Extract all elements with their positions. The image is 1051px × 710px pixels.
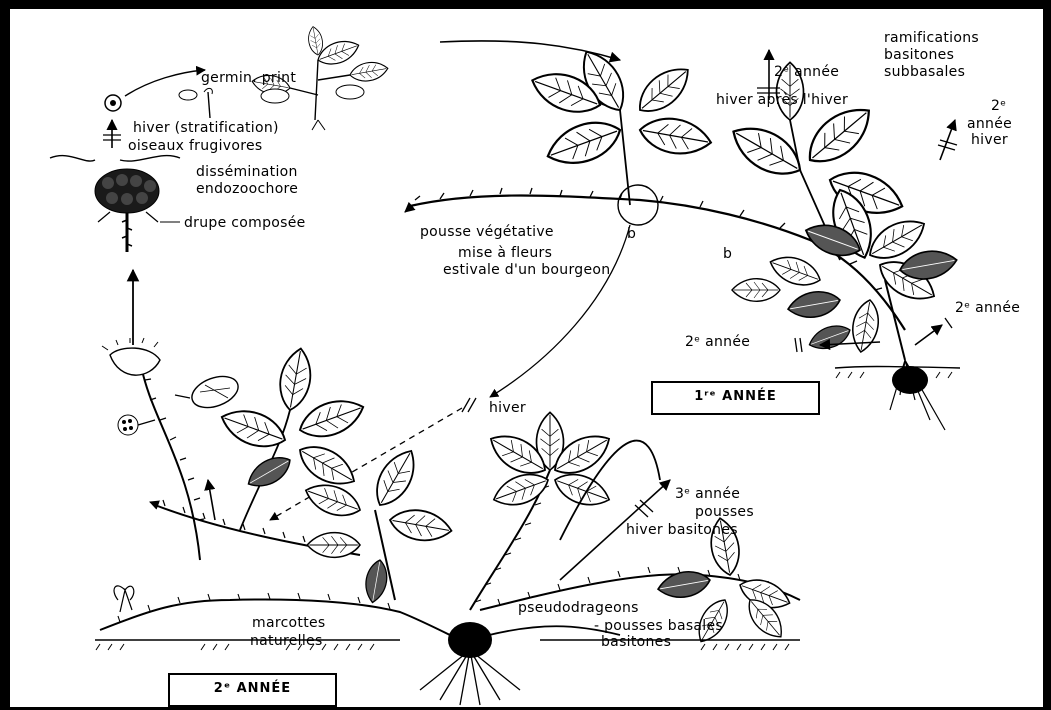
label-2e-annee-mid: 2ᵉ année — [685, 334, 750, 350]
winter-dashed-arrow — [270, 408, 462, 520]
label-pseudodrageons: pseudodrageons — [518, 600, 639, 616]
label-germin-print: germin. print — [201, 70, 296, 86]
label-pousses: pousses — [695, 504, 754, 520]
label-subbasales: subbasales — [884, 64, 965, 80]
up-arrow-second-year — [208, 480, 215, 520]
label-b-right: b — [723, 246, 732, 262]
label-mise-a-fleurs: mise à fleurs — [458, 245, 552, 261]
label-hiver-basitones: hiver basitones — [626, 522, 738, 538]
label-pousses-basales: - pousses basales — [594, 618, 723, 634]
label-oiseaux-frugivores: oiseaux frugivores — [128, 138, 263, 154]
label-2e-annee-mid-right: 2ᵉ année — [955, 300, 1020, 316]
ground-line-left — [95, 640, 400, 650]
label-3e-annee: 3ᵉ année — [675, 486, 740, 502]
label-hiver-apres-hiver: hiver après l'hiver — [716, 92, 848, 108]
box-deuxieme-annee: 2ᵉ ANNÉE — [168, 673, 337, 707]
drupe-icon — [95, 169, 159, 252]
label-pousse-vegetative: pousse végétative — [420, 224, 554, 240]
label-hiver-stratification: hiver (stratification) — [133, 120, 279, 136]
label-ramifications: ramifications — [884, 30, 979, 46]
label-estivale: estivale d'un bourgeon — [443, 262, 610, 278]
label-basitones-top: basitones — [884, 47, 954, 63]
third-year-shoot — [420, 412, 800, 705]
small-seedling-icon — [179, 88, 212, 118]
label-dissemination: dissémination — [196, 164, 298, 180]
second-year-plant — [100, 338, 460, 640]
label-drupe-composee: drupe composée — [184, 215, 306, 231]
box-premiere-annee: 1ʳᵉ ANNÉE — [651, 381, 820, 415]
label-basitones-bottom: basitones — [601, 634, 671, 650]
bird-icon — [50, 156, 180, 161]
label-marcottes: marcottes — [252, 615, 326, 631]
label-hiver-mid: hiver — [489, 400, 526, 416]
label-2e-annee-top: 2ᵉ année — [774, 64, 839, 80]
label-2e-right: 2ᵉ — [991, 98, 1006, 114]
label-annee-right: année — [967, 116, 1012, 132]
seed-icon — [105, 95, 121, 111]
mid-right-arrow — [915, 325, 942, 345]
label-hiver-right: hiver — [971, 132, 1008, 148]
label-endozoochore: endozoochore — [196, 181, 298, 197]
label-naturelles: naturelles — [250, 633, 323, 649]
label-b-left: b — [627, 226, 636, 242]
